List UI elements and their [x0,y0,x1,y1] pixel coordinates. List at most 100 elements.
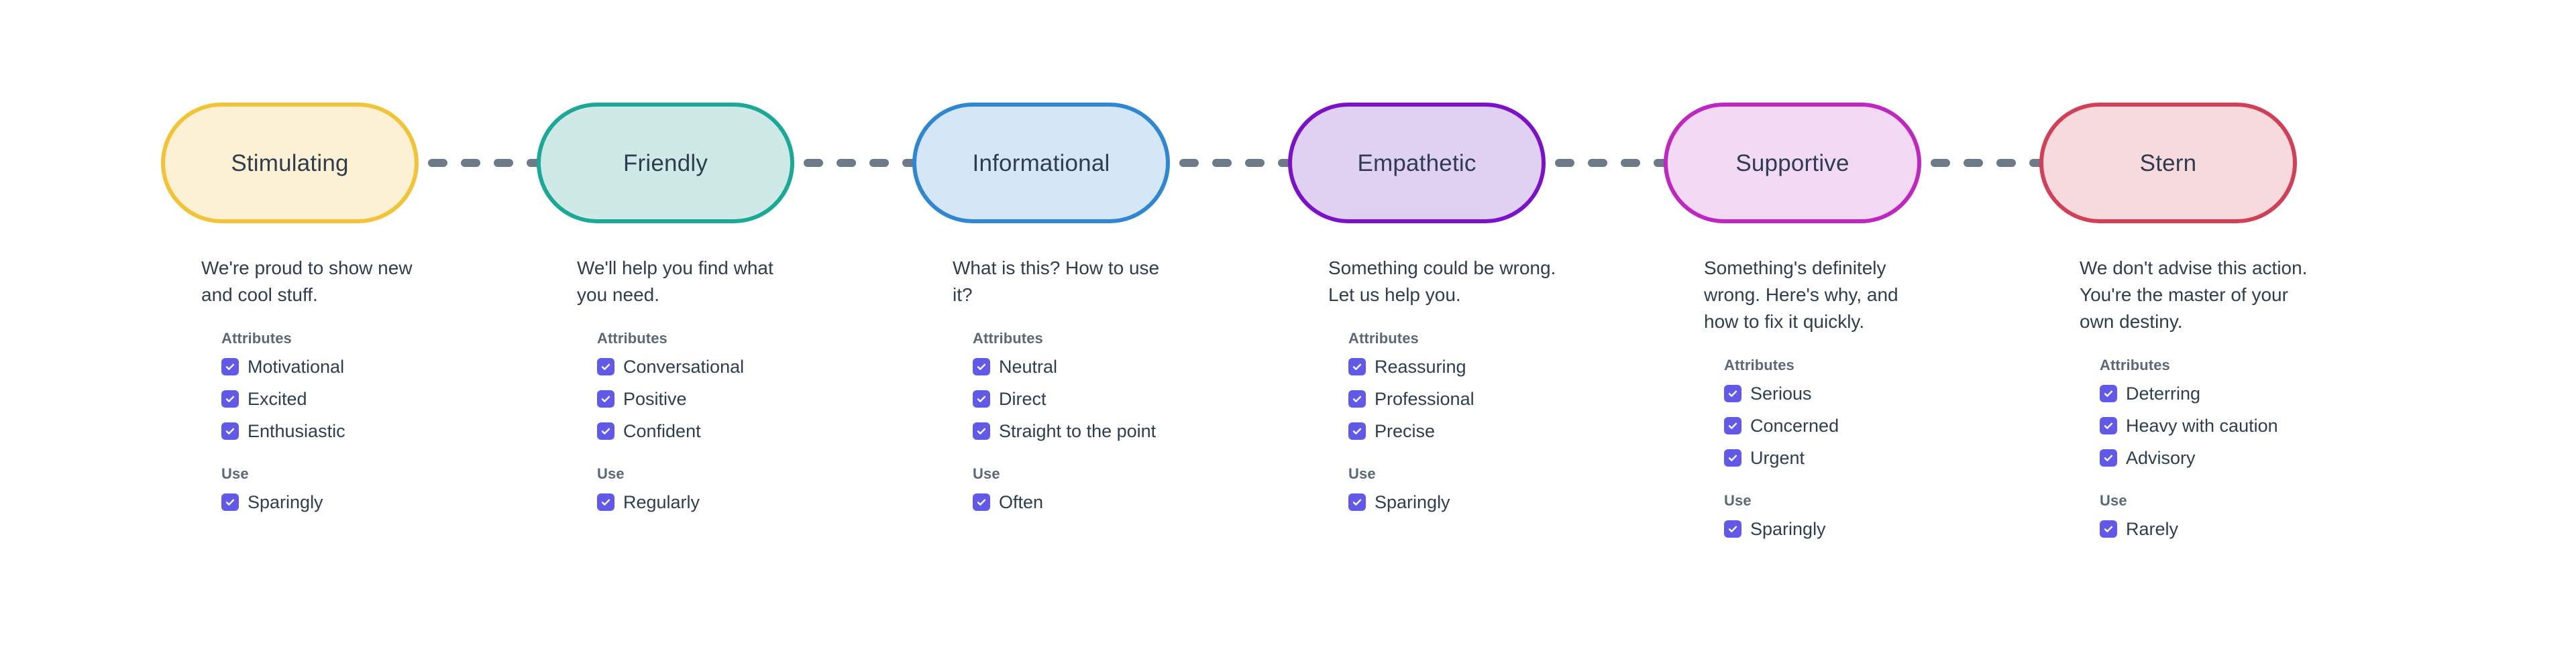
checkbox-row[interactable]: Advisory [2100,447,2348,469]
checkbox-label: Motivational [248,356,345,377]
checkbox-label: Urgent [1750,447,1805,468]
checkbox-label: Positive [623,388,687,409]
connector-dash [1621,159,1640,167]
tone-column-stern: We don't advise this action. You're the … [2039,255,2415,540]
dashed-line-icon [804,159,922,167]
checkbox-checked-icon[interactable] [2100,520,2117,538]
tone-description: We don't advise this action. You're the … [2080,257,2308,332]
tone-column-friendly: We'll help you find what you need.Attrib… [537,255,912,540]
tone-pill-cell: Stern [2039,99,2415,227]
tone-use-heading: Use [597,465,625,482]
checkbox-checked-icon[interactable] [973,390,990,408]
checkbox-label: Rarely [2126,518,2179,539]
tone-detail-columns: We're proud to show new and cool stuff. A… [161,255,2415,540]
checkbox-checked-icon[interactable] [2100,449,2117,467]
tone-pill-stern[interactable]: Stern [2039,103,2297,223]
checkbox-row[interactable]: Heavy with caution [2100,414,2348,437]
checkbox-label: Direct [999,388,1046,409]
checkbox-row[interactable]: Reassuring [1348,355,1597,378]
connector-dash [869,159,889,167]
checkbox-row[interactable]: Sparingly [221,491,470,514]
tone-pill-friendly[interactable]: Friendly [537,103,794,223]
checkbox-checked-icon[interactable] [1724,385,1741,402]
checkbox-row[interactable]: Rarely [2100,518,2348,540]
checkbox-row[interactable]: Regularly [597,491,845,514]
checkbox-label: Serious [1750,383,1812,404]
checkbox-checked-icon[interactable] [1724,417,1741,434]
checkbox-checked-icon[interactable] [1724,449,1741,467]
tone-pill-empathetic[interactable]: Empathetic [1288,103,1546,223]
tone-pill-label: Friendly [623,150,708,176]
checkbox-row[interactable]: Professional [1348,388,1597,410]
checkbox-label: Sparingly [1375,491,1450,512]
tone-pill-label: Stimulating [231,150,349,176]
checkbox-row[interactable]: Sparingly [1348,491,1597,514]
checkbox-row[interactable]: Direct [973,388,1221,410]
checkbox-row[interactable]: Straight to the point [973,420,1221,442]
checkbox-checked-icon[interactable] [973,358,990,375]
tone-attributes-heading: Attributes [221,330,292,347]
checkbox-row[interactable]: Serious [1724,382,1972,405]
checkbox-checked-icon[interactable] [2100,385,2117,402]
checkbox-label: Confident [623,420,701,441]
tone-description: We're proud to show new and cool stuff. [201,257,413,305]
checkbox-row[interactable]: Neutral [973,355,1221,378]
checkbox-row[interactable]: Sparingly [1724,518,1972,540]
checkbox-checked-icon[interactable] [597,422,614,440]
tone-description: Something could be wrong. Let us help yo… [1328,257,1556,305]
tone-pill-cell: Supportive [1664,99,2049,227]
tone-pill-cell: Informational [912,99,1297,227]
checkbox-row[interactable]: Confident [597,420,845,442]
checkbox-checked-icon[interactable] [1348,422,1366,440]
checkbox-row[interactable]: Precise [1348,420,1597,442]
checkbox-row[interactable]: Positive [597,388,845,410]
tone-pill-informational[interactable]: Informational [912,103,1170,223]
tone-use-heading: Use [1348,465,1376,482]
tone-pill-supportive[interactable]: Supportive [1664,103,1921,223]
tone-description: Something's definitely wrong. Here's why… [1704,257,1898,332]
checkbox-checked-icon[interactable] [1348,358,1366,375]
checkbox-checked-icon[interactable] [221,493,239,511]
checkbox-checked-icon[interactable] [221,422,239,440]
checkbox-row[interactable]: Motivational [221,355,470,378]
checkbox-label: Concerned [1750,415,1839,436]
tone-use-heading: Use [973,465,1000,482]
checkbox-checked-icon[interactable] [1348,493,1366,511]
tone-pill-stimulating[interactable]: Stimulating [161,103,419,223]
checkbox-checked-icon[interactable] [2100,417,2117,434]
checkbox-row[interactable]: Excited [221,388,470,410]
checkbox-checked-icon[interactable] [221,358,239,375]
checkbox-row[interactable]: Deterring [2100,382,2348,405]
connector-dash [1212,159,1232,167]
checkbox-row[interactable]: Often [973,491,1221,514]
checkbox-checked-icon[interactable] [597,493,614,511]
tone-pill-label: Supportive [1735,150,1849,176]
checkbox-checked-icon[interactable] [597,390,614,408]
checkbox-checked-icon[interactable] [597,358,614,375]
tone-pill-label: Informational [972,150,1110,176]
checkbox-label: Enthusiastic [248,420,345,441]
connector-dash [1245,159,1265,167]
checkbox-checked-icon[interactable] [221,390,239,408]
checkbox-checked-icon[interactable] [1724,520,1741,538]
checkbox-row[interactable]: Conversational [597,355,845,378]
tone-description: What is this? How to use it? [953,257,1160,305]
checkbox-checked-icon[interactable] [973,422,990,440]
checkbox-row[interactable]: Urgent [1724,447,1972,469]
checkbox-row[interactable]: Enthusiastic [221,420,470,442]
checkbox-checked-icon[interactable] [1348,390,1366,408]
checkbox-row[interactable]: Concerned [1724,414,1972,437]
dashed-line-icon [428,159,546,167]
connector-dash [804,159,823,167]
connector-dash [1964,159,1983,167]
checkbox-checked-icon[interactable] [973,493,990,511]
